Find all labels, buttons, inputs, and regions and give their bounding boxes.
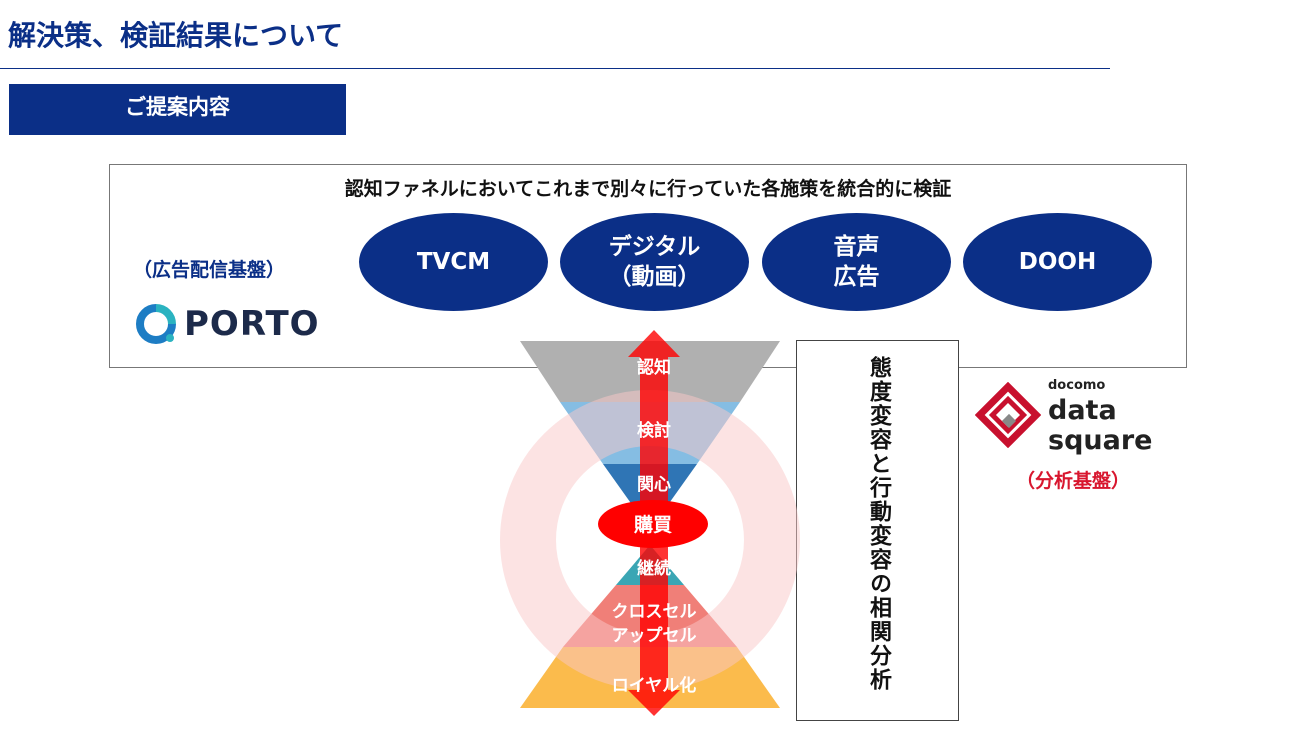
data-square-logo-text: data square	[1048, 396, 1152, 456]
stage-label: 関心	[637, 475, 671, 495]
stage-interest-band	[603, 464, 697, 530]
purchase-oval	[598, 500, 708, 548]
platform-label: （広告配信基盤）	[133, 259, 286, 281]
measure-dooh: DOOH	[963, 213, 1152, 311]
stage-label: 継続	[637, 558, 671, 579]
title-divider	[0, 68, 1110, 69]
measure-digital-video: デジタル （動画）	[560, 213, 749, 311]
cycle-ring	[500, 390, 800, 690]
analysis-text: 態度変容と行動変容の相関分析	[866, 356, 891, 692]
logo-line: data	[1048, 395, 1117, 426]
center-label: 購買	[634, 513, 672, 536]
stage-label: クロスセル	[612, 602, 697, 622]
porto-logo: PORTO	[136, 304, 320, 344]
stage-consideration-band	[560, 402, 740, 464]
logo-line: square	[1048, 425, 1153, 456]
stage-loyalty-band	[520, 647, 780, 708]
porto-logo-text: PORTO	[184, 304, 320, 344]
stage-continuation-band	[616, 545, 684, 585]
analytics-label: （分析基盤）	[1016, 470, 1131, 492]
page-title: 解決策、検証結果について	[8, 19, 344, 52]
measure-audio-ad: 音声 広告	[762, 213, 951, 311]
docomo-text: docomo	[1048, 378, 1106, 393]
data-square-logo-icon	[975, 382, 1041, 448]
stage-crosssell-band	[563, 585, 737, 647]
measure-tvcm: TVCM	[359, 213, 548, 311]
section-tag: ご提案内容	[9, 84, 346, 135]
stage-label: 検討	[637, 420, 671, 441]
proposal-heading: 認知ファネルにおいてこれまで別々に行っていた各施策を統合的に検証	[344, 178, 952, 200]
stage-label: ロイヤル化	[612, 675, 697, 696]
stage-label: アップセル	[612, 625, 697, 646]
porto-logo-icon	[136, 304, 176, 344]
bidirectional-arrow	[628, 330, 680, 716]
